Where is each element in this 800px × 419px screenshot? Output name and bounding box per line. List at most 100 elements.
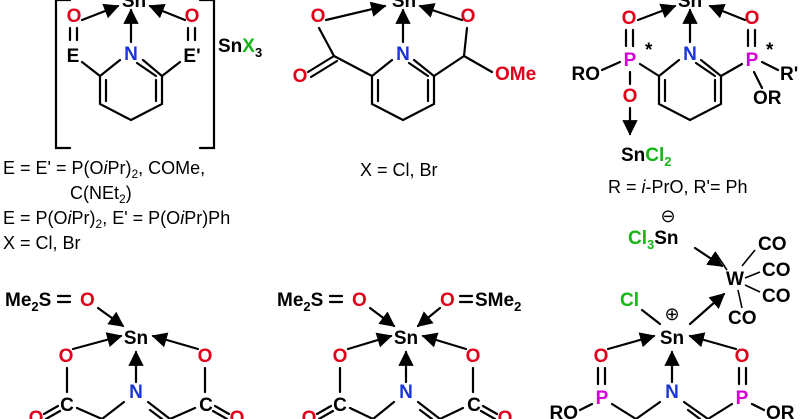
caption-line-3: E = P(OiPr)2, E' = P(OiPr)Ph bbox=[3, 208, 230, 231]
sn-atom: Sn bbox=[678, 0, 702, 12]
ring-double-bond bbox=[686, 408, 702, 419]
oxygen-atom: O bbox=[466, 346, 481, 367]
oxygen-atom: O bbox=[745, 8, 760, 29]
oxygen-atom: O bbox=[185, 6, 200, 27]
pyridine-ring bbox=[638, 58, 744, 122]
bond bbox=[760, 60, 780, 72]
caption-line-4: X = Cl, Br bbox=[3, 233, 81, 253]
bond bbox=[600, 60, 622, 72]
oxygen-atom: O bbox=[67, 6, 82, 27]
oxygen-atom: O bbox=[29, 408, 44, 419]
bond bbox=[714, 251, 728, 271]
minus-charge: ⊖ bbox=[660, 206, 675, 226]
o-to-sn-bond bbox=[324, 1, 387, 22]
ring-bond bbox=[75, 406, 104, 419]
o-to-sn-bond bbox=[80, 3, 120, 22]
o-to-sn-bond bbox=[636, 3, 677, 22]
structure-5: Me2S O O SMe2 Sn O O N C C O O bbox=[277, 290, 521, 419]
ring-bond bbox=[610, 402, 638, 419]
sn-atom: Sn bbox=[394, 328, 418, 349]
bond bbox=[744, 271, 761, 279]
o-to-sn-bond bbox=[346, 332, 393, 351]
or-group: OR bbox=[766, 403, 795, 419]
carbonyl-ligand: CO bbox=[762, 260, 791, 281]
sn-atom: Sn bbox=[660, 328, 684, 349]
carbon-atom: C bbox=[199, 395, 213, 416]
oxygen-atom: O bbox=[333, 346, 348, 367]
ro-group: RO bbox=[572, 64, 601, 85]
ring-bond bbox=[348, 406, 375, 419]
caption: X = Cl, Br bbox=[360, 160, 438, 180]
o-to-sn-bond bbox=[606, 332, 656, 351]
chlorine-atom: Cl bbox=[620, 290, 639, 311]
bond bbox=[578, 402, 594, 412]
oxygen-atom: O bbox=[80, 290, 95, 311]
oxygen-atom: O bbox=[735, 346, 750, 367]
sn-atom: Sn bbox=[122, 0, 146, 12]
nitrogen-atom: N bbox=[683, 44, 697, 65]
nitrogen-atom: N bbox=[399, 382, 413, 403]
ring-double-bond bbox=[148, 408, 164, 419]
oxygen-atom: O bbox=[198, 346, 213, 367]
carbon-atom: C bbox=[467, 395, 481, 416]
oxygen-atom: O bbox=[230, 408, 245, 419]
o-to-sn-bond bbox=[708, 3, 747, 22]
phosphorus-atom: P bbox=[596, 388, 609, 409]
ring-bond bbox=[438, 406, 465, 419]
carbonyl-bond bbox=[317, 409, 335, 419]
oxygen-atom: O bbox=[440, 290, 455, 311]
ring-bond bbox=[168, 406, 197, 419]
carbonyl-bond bbox=[213, 404, 231, 416]
bond bbox=[752, 70, 764, 90]
ring-bond bbox=[634, 400, 662, 419]
caption-line-2: C(NEt2) bbox=[70, 183, 132, 206]
carbonyl-ligand: CO bbox=[758, 234, 787, 255]
r-prime-group: R' bbox=[780, 64, 798, 85]
o-to-sn-bond bbox=[148, 3, 187, 22]
ring-bond bbox=[706, 402, 734, 419]
oxygen-atom: O bbox=[293, 66, 308, 87]
left-bracket bbox=[54, 0, 72, 150]
oxygen-atom: O bbox=[302, 408, 317, 419]
cl3sn-fragment: Cl3Sn bbox=[628, 228, 679, 252]
tungsten-atom: W bbox=[726, 269, 744, 290]
nitrogen-atom: N bbox=[129, 382, 143, 403]
oxygen-atom: O bbox=[461, 6, 476, 27]
nitrogen-atom: N bbox=[665, 382, 679, 403]
stereo-star: * bbox=[766, 40, 774, 61]
dmso-ligand: Me2S bbox=[5, 290, 51, 314]
bond bbox=[741, 249, 756, 267]
carbonyl-bond bbox=[479, 409, 497, 419]
phosphorus-atom: P bbox=[746, 50, 759, 71]
o-to-sn-bond bbox=[96, 306, 125, 328]
carbonyl-bond bbox=[481, 404, 499, 416]
dmso-ligand-right: SMe2 bbox=[475, 290, 521, 314]
nitrogen-atom: N bbox=[396, 44, 410, 65]
bond bbox=[737, 289, 743, 309]
structure-6: Cl3Sn ⊖ W CO CO CO CO CO Cl Sn ⊕ O O P P… bbox=[550, 206, 795, 419]
bond bbox=[462, 26, 469, 58]
structure-3: Sn O O P P * * N RO O SnCl2 R' OR R = i-… bbox=[572, 0, 799, 197]
plus-charge: ⊕ bbox=[664, 304, 679, 324]
carbonyl-bond bbox=[315, 404, 333, 416]
ring-double-bond bbox=[694, 61, 717, 78]
sncl2-label: SnCl2 bbox=[621, 145, 672, 169]
oxygen-atom: O bbox=[311, 6, 326, 27]
sn-atom: Sn bbox=[124, 328, 148, 349]
pyridine-ring bbox=[332, 54, 466, 122]
ring-bond bbox=[416, 400, 442, 419]
nitrogen-atom: N bbox=[124, 44, 138, 65]
ring-double-bond bbox=[407, 61, 430, 78]
carbon-atom: C bbox=[333, 395, 347, 416]
ro-group: RO bbox=[550, 403, 579, 419]
carbonyl-bond bbox=[44, 409, 62, 419]
oxygen-atom: O bbox=[623, 86, 638, 107]
bond bbox=[744, 284, 761, 293]
sn-atom: Sn bbox=[392, 0, 416, 12]
structure-1: Sn O O E E' N SnX3 E = E' = P(OiPr)2, CO… bbox=[3, 0, 262, 253]
oxygen-atom: O bbox=[594, 346, 609, 367]
ring-bond bbox=[100, 400, 126, 419]
o-to-sn-bond bbox=[151, 332, 200, 351]
bond bbox=[462, 54, 494, 74]
